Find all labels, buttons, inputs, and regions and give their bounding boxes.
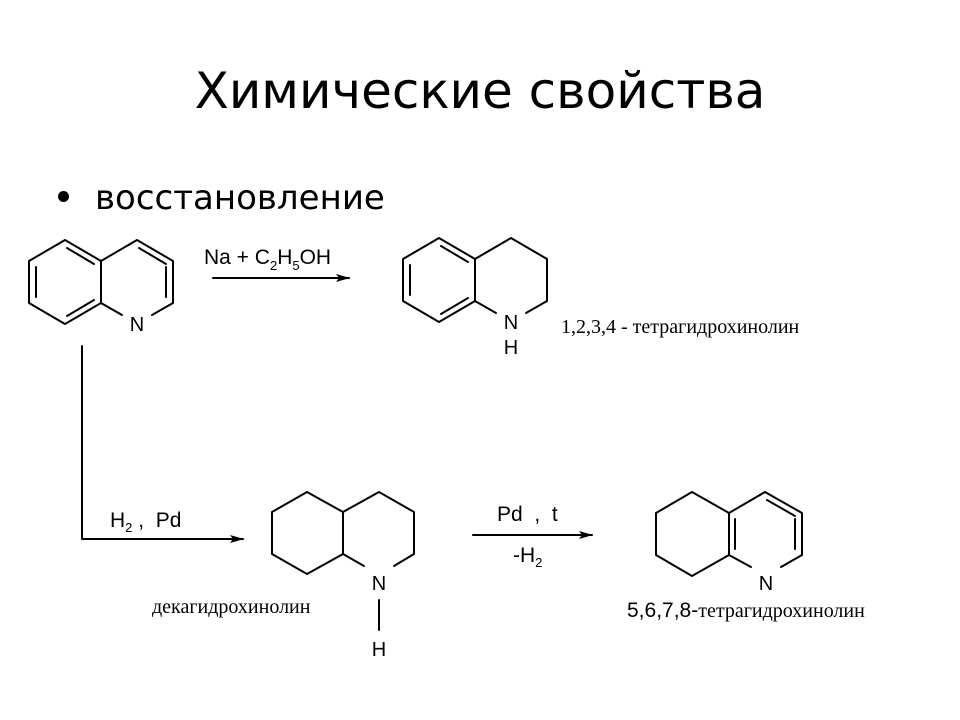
thq-n-atom: N [504,312,518,334]
arrow-hydrogenation [81,345,244,543]
top-reagent-label: Na + C2H5OH [204,246,331,273]
decahydroquinoline-name: декагидрохинолин [152,596,311,618]
dehydrogenation-reagent-bottom: -H2 [513,544,542,570]
decahydroquinoline-structure [271,491,415,631]
thq-1234-structure [402,237,548,323]
bullet-dot [58,191,69,202]
quinoline-n-atom: N [130,314,144,336]
thq-5678-name: 5,6,7,8-тетрагидрохинолин [627,599,865,622]
thq-1234-name: 1,2,3,4 - тетрагидрохинолин [561,316,800,338]
slide-title: Химические свойства [194,62,766,120]
deca-h-atom: H [372,639,386,661]
thq-5678-structure [655,491,803,577]
thq2-n-atom: N [759,573,773,595]
hydrogenation-reagent-label: H2 , Pd [110,509,181,535]
quinoline-structure [28,239,174,325]
deca-n-atom: N [372,573,386,595]
dehydrogenation-reagent-top: Pd , t [497,503,558,526]
thq-h-atom: H [504,337,518,359]
bullet-text: восстановление [95,178,385,218]
